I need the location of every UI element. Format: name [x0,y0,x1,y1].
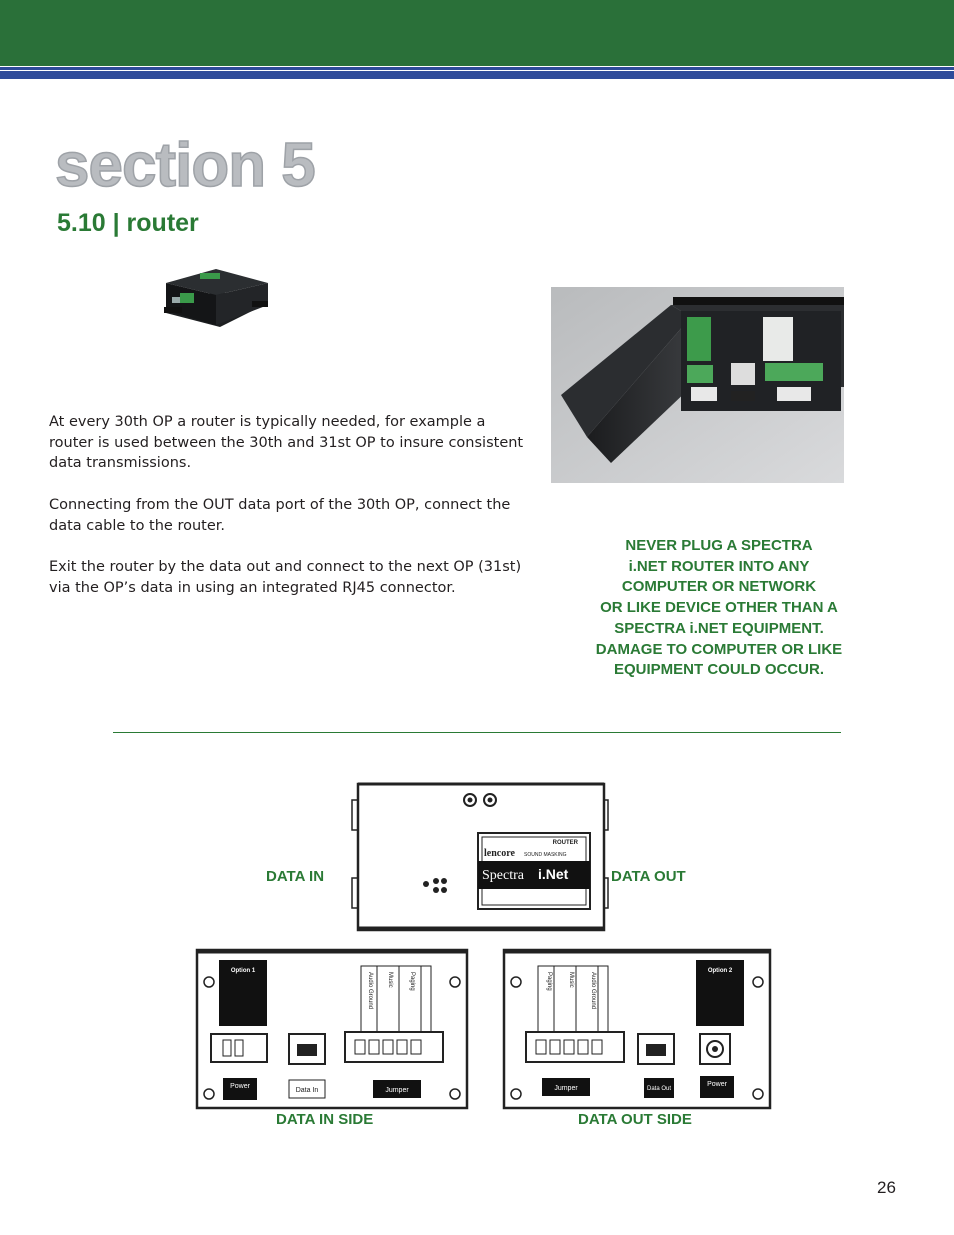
warning-line: EQUIPMENT COULD OCCUR. [614,661,824,679]
header-rule-thin [0,67,954,70]
jumper-label: Jumper [554,1085,578,1092]
data-in-side-label: DATA IN SIDE [276,1111,374,1128]
warning-text: NEVER PLUG A SPECTRA i.NET ROUTER INTO A… [588,536,850,681]
section-divider [113,732,841,733]
brand-sub-label: SOUND MASKING [524,852,567,858]
header-bar [0,0,954,66]
warning-line: i.NET ROUTER INTO ANY [628,557,810,575]
router-thumbnail-image [164,269,268,327]
option-2-label: Option 2 [708,968,733,974]
body-paragraph-3: Exit the router by the data out and conn… [49,558,522,596]
jumper-label: Jumper [385,1087,409,1094]
terminal-label-music: Music [568,972,574,988]
option-1-label: Option 1 [231,968,256,974]
warning-line: NEVER PLUG A SPECTRA [625,537,813,554]
router-model-label: ROUTER [553,840,579,846]
terminal-label-music: Music [387,972,393,988]
data-out-label: DATA OUT [611,868,686,885]
terminal-label-paging: Paging [546,972,552,991]
brand-label: lencore [484,848,515,859]
data-in-label: DATA IN [266,868,325,885]
data-in-port-label: Data In [296,1087,319,1094]
body-text: At every 30th OP a router is typically n… [49,412,529,619]
body-paragraph-1: At every 30th OP a router is typically n… [49,414,524,472]
warning-line: OR LIKE DEVICE OTHER THAN A [600,599,838,617]
terminal-label-paging: Paging [409,972,415,991]
data-out-side-label: DATA OUT SIDE [578,1111,692,1128]
warning-line: SPECTRA i.NET EQUIPMENT. [614,619,824,637]
terminal-label-audio-ground: Audio Ground [590,972,596,1009]
product-label: Spectra [482,868,525,883]
terminal-label-audio-ground: Audio Ground [367,972,373,1009]
header-rule-thick [0,71,954,79]
data-out-port-label: Data Out [647,1086,671,1092]
page-number: 26 [877,1178,896,1197]
warning-line: DAMAGE TO COMPUTER OR LIKE [595,640,843,658]
body-paragraph-2: Connecting from the OUT data port of the… [49,496,511,534]
data-out-side-diagram: Paging Music Audio Ground Option 2 Jumpe… [502,948,772,1110]
product-bold-label: i.Net [538,866,569,882]
router-top-view-diagram: ROUTER lencore SOUND MASKING Spectra i.N… [351,782,609,932]
subsection-title: 5.10 | router [57,209,199,237]
router-photo [551,287,844,483]
power-label: Power [230,1083,251,1090]
section-title: section 5 [54,130,316,201]
power-label: Power [707,1081,728,1088]
warning-line: COMPUTER OR NETWORK [621,578,817,596]
data-in-side-diagram: Option 1 Audio Ground Music Paging Power… [195,948,469,1110]
